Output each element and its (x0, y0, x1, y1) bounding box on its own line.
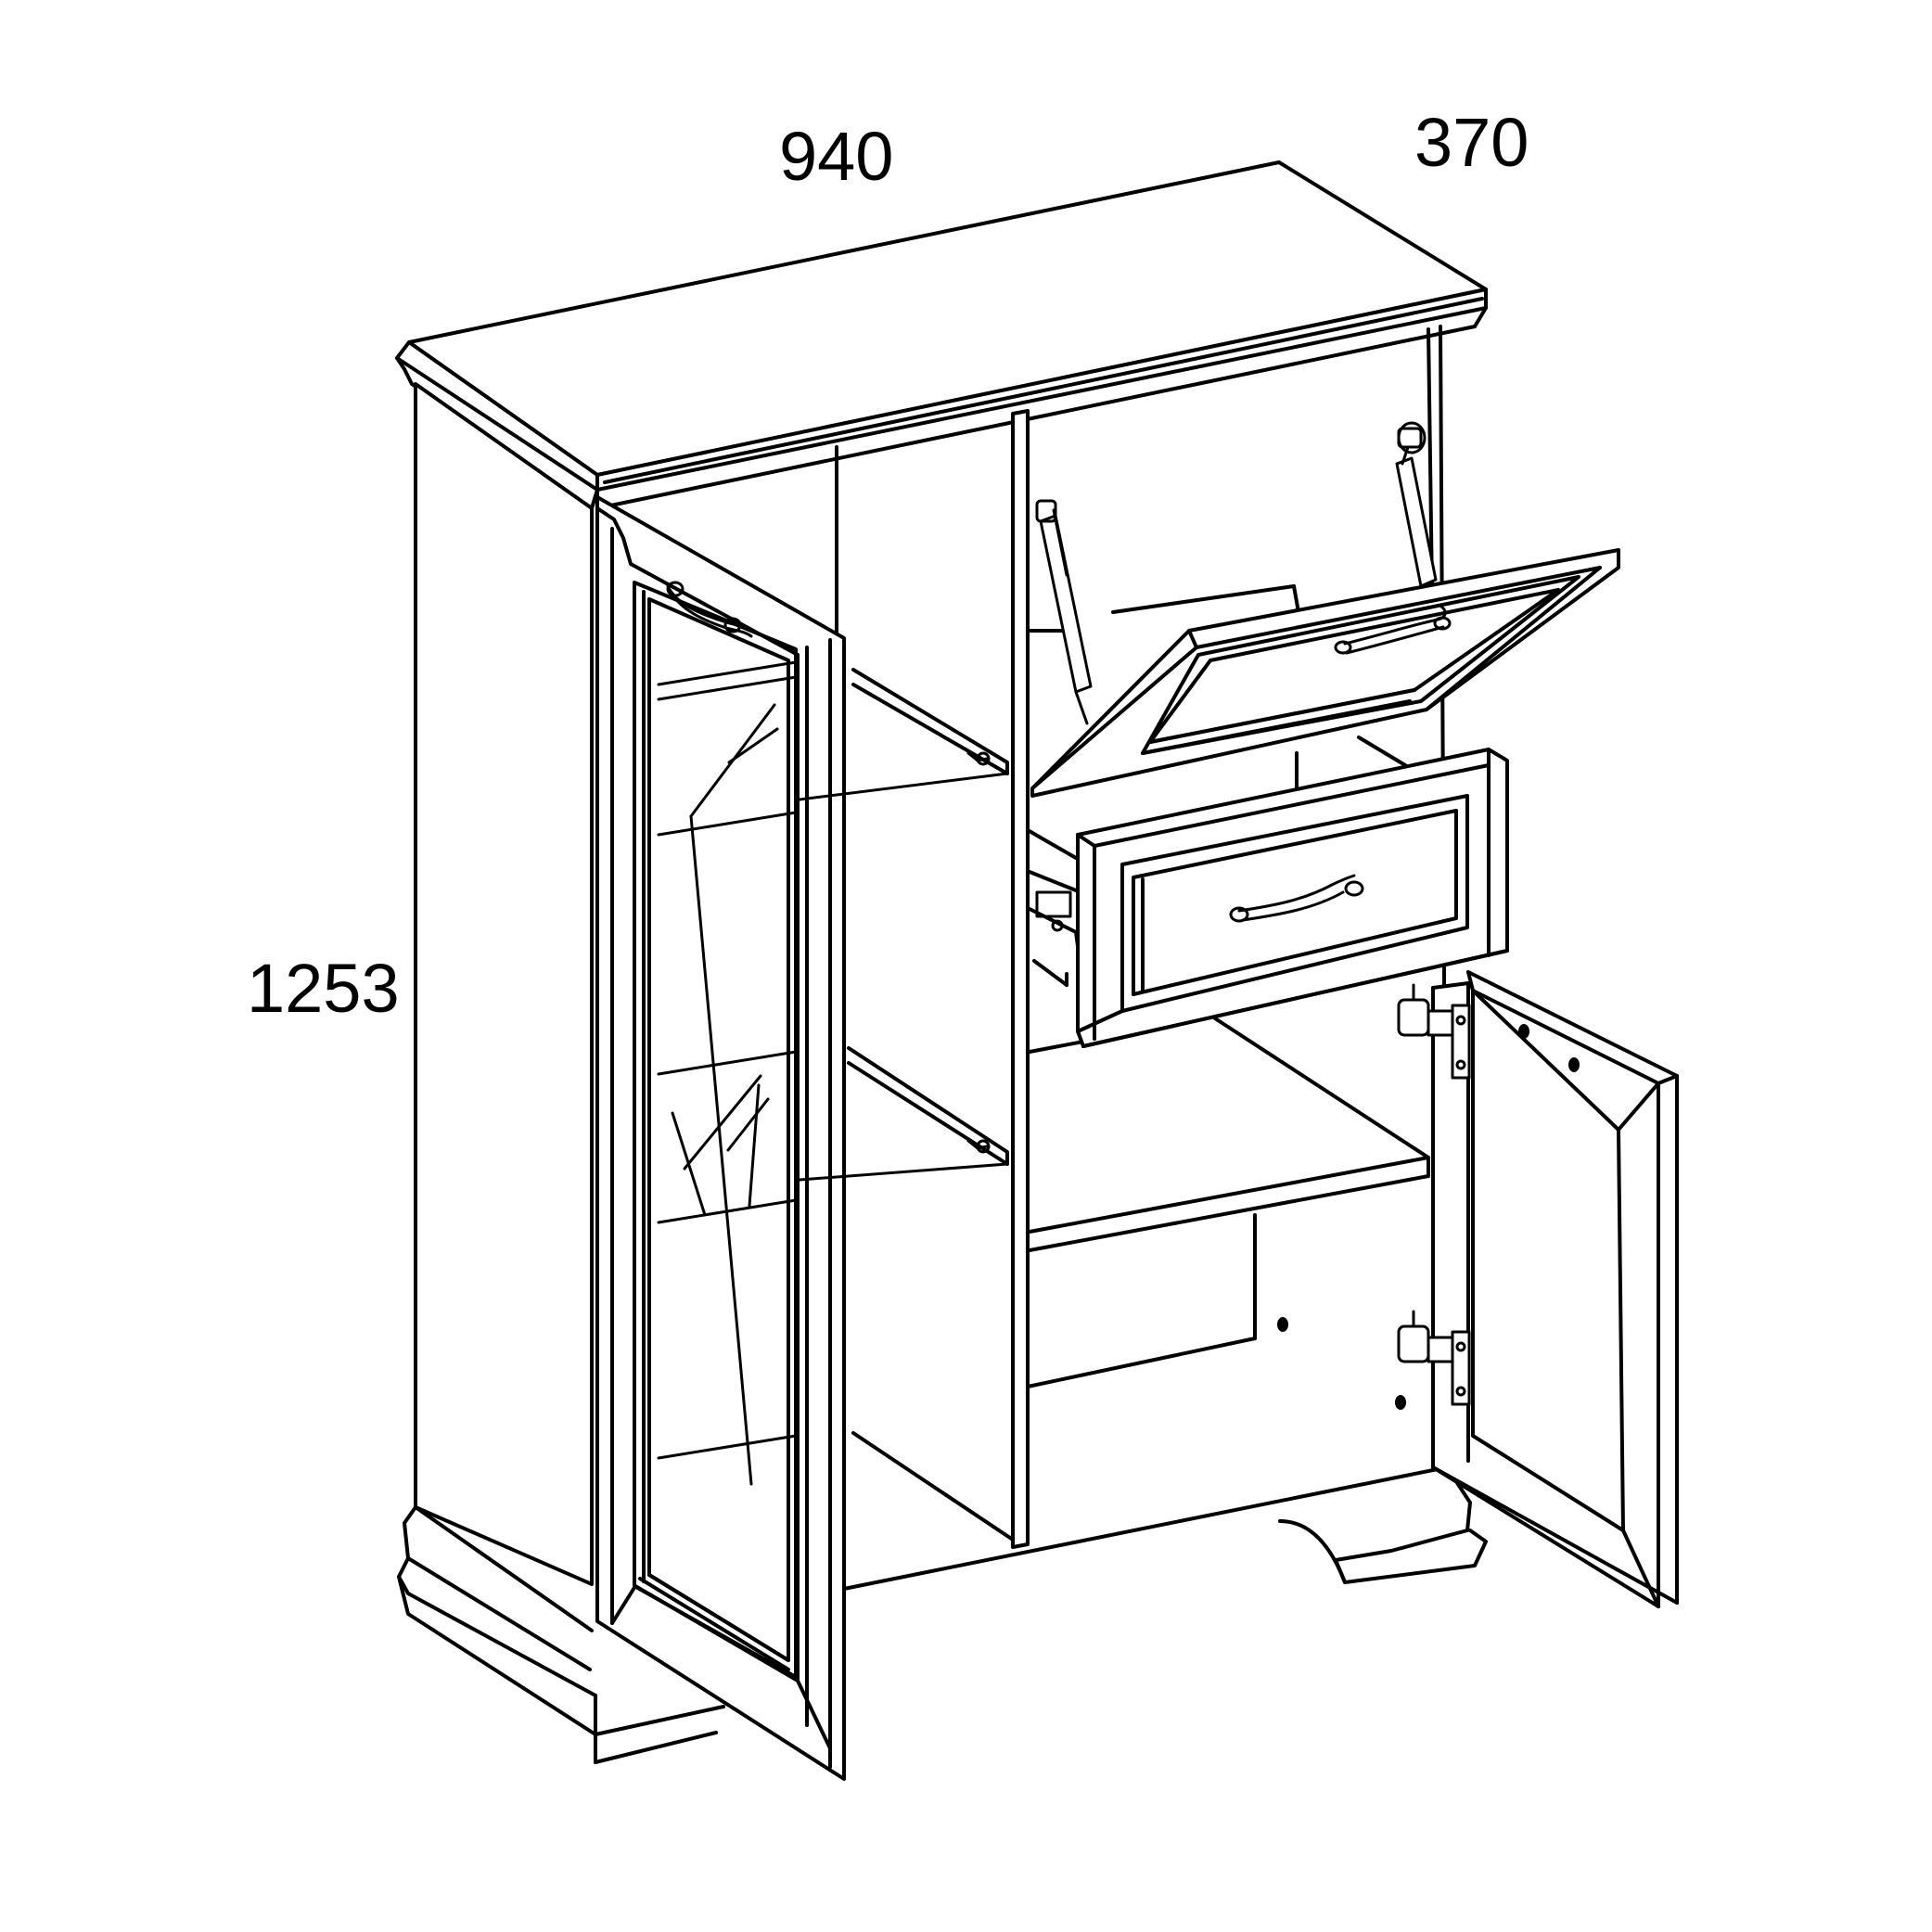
handle-icon (666, 581, 756, 638)
hinge-hole-icon (1277, 1024, 1580, 1410)
width-dimension: 940 (779, 118, 894, 195)
height-dimension: 1253 (247, 950, 400, 1027)
flip-down-flap (1030, 548, 1620, 798)
depth-dimension: 370 (1414, 104, 1529, 181)
plinth (397, 1465, 1488, 1764)
glass-shelves (657, 660, 1009, 1486)
gas-strut-icon (1035, 421, 1438, 725)
handle-icon (1229, 874, 1364, 923)
drawer (1028, 748, 1509, 1048)
shelf-pin-icon (966, 751, 991, 1154)
left-side-panel (414, 382, 594, 1586)
hinge-icon (1397, 983, 1471, 1406)
handle-icon (1334, 605, 1452, 655)
cabinet-top (395, 160, 1488, 510)
